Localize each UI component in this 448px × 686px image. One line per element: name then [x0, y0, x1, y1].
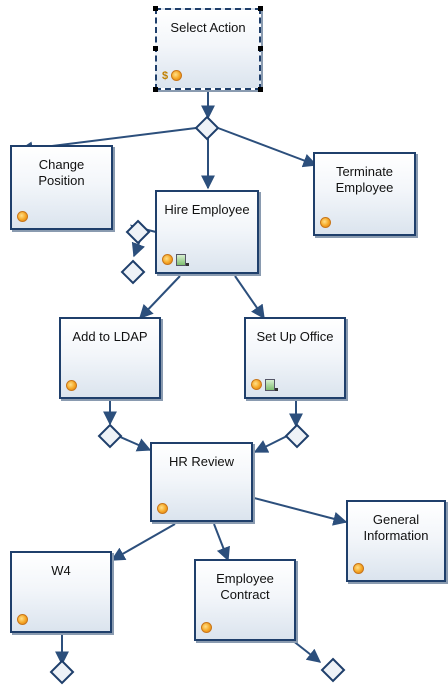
- node-label: Hire Employee: [164, 202, 250, 217]
- node-employee-contract[interactable]: Employee Contract: [194, 559, 296, 641]
- gear-icon: [353, 563, 364, 574]
- gear-icon: [66, 380, 77, 391]
- selection-handle[interactable]: [153, 87, 158, 92]
- gateway-diamond[interactable]: [320, 657, 346, 683]
- selection-handle[interactable]: [258, 6, 263, 11]
- node-label: Add to LDAP: [72, 329, 148, 344]
- node-hire-employee[interactable]: Hire Employee: [155, 190, 259, 274]
- gear-icon: [251, 379, 262, 390]
- node-label: Select Action: [170, 20, 246, 35]
- edge-arrow[interactable]: [117, 435, 152, 452]
- selection-handle[interactable]: [258, 46, 263, 51]
- node-general-information[interactable]: General Information: [346, 500, 446, 582]
- gear-icon: [17, 211, 28, 222]
- gear-icon: [162, 254, 173, 265]
- gateway-diamond[interactable]: [97, 423, 123, 449]
- edge-arrow[interactable]: [139, 275, 181, 320]
- selection-handle[interactable]: [153, 6, 158, 11]
- node-label: HR Review: [168, 454, 234, 469]
- edge-arrow[interactable]: [234, 275, 265, 320]
- gear-icon: [17, 614, 28, 625]
- gateway-diamond[interactable]: [194, 115, 220, 141]
- edge-arrow[interactable]: [217, 127, 318, 168]
- gateway-diamond[interactable]: [125, 219, 151, 245]
- gateways-layer: [49, 115, 346, 685]
- node-label: Set Up Office: [256, 329, 334, 344]
- node-w4[interactable]: W4: [10, 551, 112, 633]
- node-terminate-employee[interactable]: Terminate Employee: [313, 152, 416, 236]
- gateway-diamond[interactable]: [49, 659, 75, 685]
- script-icon: [265, 379, 278, 391]
- gear-icon: [171, 70, 183, 81]
- gear-icon: [201, 622, 212, 633]
- node-label: Change Position: [38, 157, 85, 188]
- edges-layer: [18, 92, 348, 666]
- selection-handle[interactable]: [153, 46, 158, 51]
- node-hr-review[interactable]: HR Review: [150, 442, 253, 522]
- edge-arrow[interactable]: [291, 639, 322, 663]
- node-label: Employee Contract: [216, 571, 274, 602]
- script-icon: [176, 254, 189, 266]
- edge-arrow[interactable]: [253, 497, 348, 526]
- dollar-icon: $: [162, 70, 169, 82]
- node-add-to-ldap[interactable]: Add to LDAP: [59, 317, 161, 399]
- edge-arrow[interactable]: [213, 523, 230, 562]
- node-change-position[interactable]: Change Position: [10, 145, 113, 230]
- node-label: General Information: [363, 512, 429, 543]
- gear-icon: [157, 503, 168, 514]
- node-label: W4: [51, 563, 71, 578]
- gateway-diamond[interactable]: [120, 259, 146, 285]
- node-label: Terminate Employee: [335, 164, 394, 195]
- edge-arrow[interactable]: [253, 435, 288, 453]
- edge-arrow[interactable]: [110, 523, 176, 561]
- gateway-diamond[interactable]: [284, 423, 310, 449]
- node-select-action[interactable]: Select Action $: [153, 6, 263, 92]
- selection-handle[interactable]: [258, 87, 263, 92]
- node-set-up-office[interactable]: Set Up Office: [244, 317, 346, 399]
- gear-icon: [320, 217, 331, 228]
